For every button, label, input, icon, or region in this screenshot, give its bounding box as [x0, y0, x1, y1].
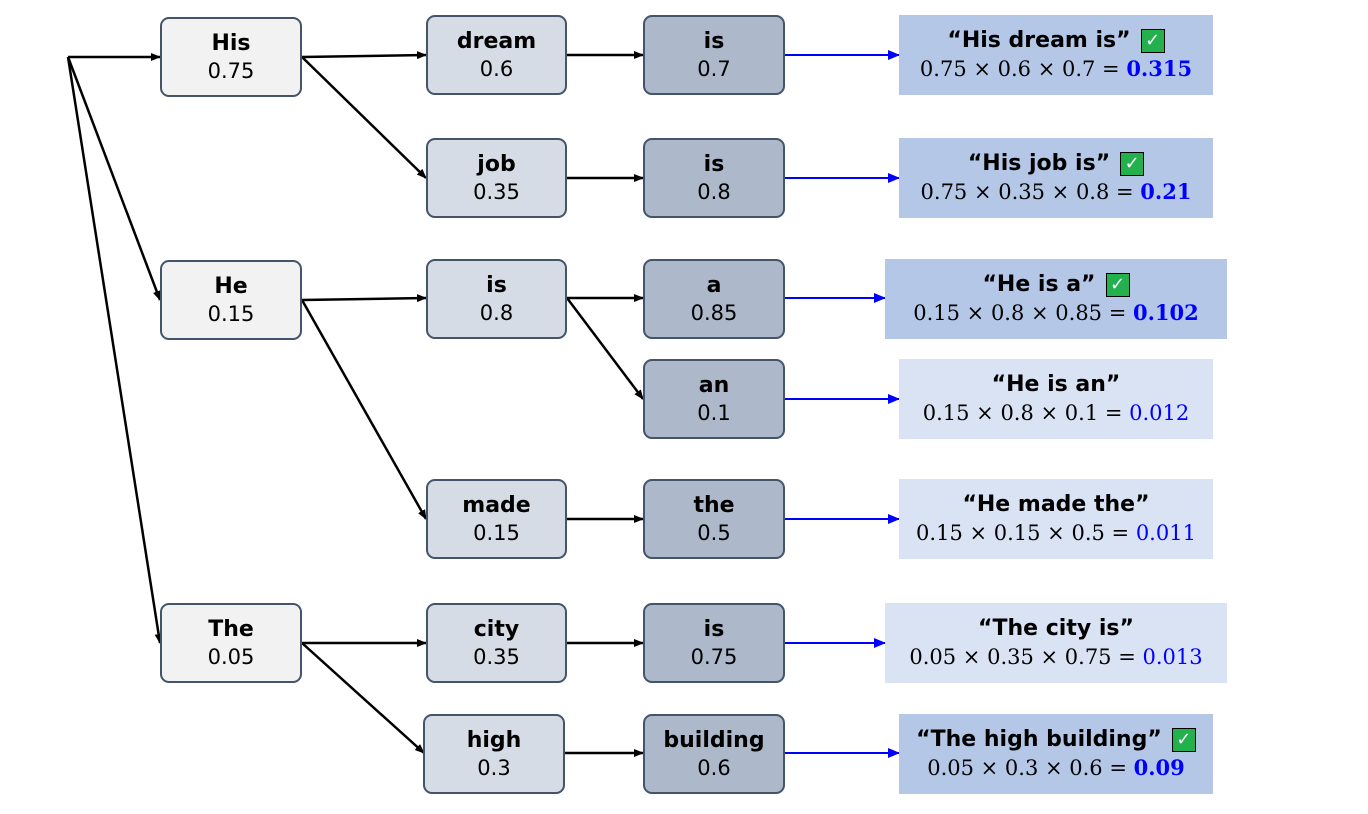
token-node-is-after-city: is 0.75: [643, 603, 785, 683]
token-prob: 0.3: [477, 755, 511, 780]
token-prob: 0.35: [473, 179, 520, 204]
token-word: The: [208, 617, 254, 643]
token-word: a: [706, 273, 722, 299]
token-word: job: [477, 152, 516, 178]
result-equation: 0.15 × 0.8 × 0.85 = 0.102: [913, 300, 1199, 326]
result-value: 0.012: [1129, 400, 1190, 425]
result-value: 0.21: [1140, 179, 1192, 205]
token-prob: 0.1: [697, 400, 731, 425]
arrow-root-the: [66, 56, 163, 644]
token-word: an: [698, 373, 730, 399]
result-equation: 0.05 × 0.3 × 0.6 = 0.09: [927, 755, 1185, 781]
token-prob: 0.6: [479, 56, 514, 81]
token-word: is: [703, 617, 725, 643]
token-word: dream: [456, 29, 537, 55]
result-equation: 0.15 × 0.15 × 0.5 = 0.011: [916, 520, 1196, 545]
token-node-his: His 0.75: [160, 17, 302, 97]
token-node-he: He 0.15: [160, 260, 302, 340]
token-word: is: [703, 29, 725, 55]
token-word: high: [466, 728, 522, 754]
result-value: 0.011: [1135, 520, 1196, 545]
result-value: 0.09: [1133, 755, 1185, 781]
arrow-root-he: [66, 56, 162, 301]
token-prob: 0.85: [690, 300, 738, 325]
check-mark-icon: ✓: [1105, 272, 1130, 297]
token-word: is: [703, 152, 725, 178]
token-node-made: made 0.15: [426, 479, 567, 559]
token-prob: 0.8: [697, 179, 731, 204]
token-prob: 0.15: [473, 520, 520, 545]
result-phrase: “The city is”: [978, 616, 1134, 642]
result-value: 0.102: [1133, 300, 1199, 326]
arrow-he-made: [300, 299, 428, 520]
arrow-he-is: [301, 294, 427, 303]
check-mark-icon: ✓: [1120, 151, 1145, 176]
token-node-job: job 0.35: [426, 138, 567, 218]
result-box-6: “The city is” 0.05 × 0.35 × 0.75 = 0.013: [885, 603, 1227, 683]
result-box-3: “He is a”✓ 0.15 × 0.8 × 0.85 = 0.102: [885, 259, 1227, 339]
token-node-high: high 0.3: [423, 714, 565, 794]
check-mark-icon: ✓: [1140, 28, 1165, 53]
token-node-an: an 0.1: [643, 359, 785, 439]
result-box-7: “The high building”✓ 0.05 × 0.3 × 0.6 = …: [899, 714, 1213, 794]
token-node-the-after-made: the 0.5: [643, 479, 785, 559]
token-prob: 0.35: [473, 644, 520, 669]
arrow-his-job: [301, 56, 427, 179]
token-word: city: [473, 617, 520, 643]
result-value: 0.315: [1126, 56, 1193, 82]
result-box-2: “His job is”✓ 0.75 × 0.35 × 0.8 = 0.21: [899, 138, 1213, 218]
result-phrase: “His job is”✓: [968, 150, 1145, 179]
arrow-the-high: [301, 642, 425, 754]
result-phrase: “He made the”: [962, 492, 1150, 518]
token-node-the: The 0.05: [160, 603, 302, 683]
token-word: the: [693, 493, 735, 519]
arrow-is-an: [566, 297, 644, 400]
token-prob: 0.6: [697, 755, 731, 780]
result-equation: 0.75 × 0.35 × 0.8 = 0.21: [920, 179, 1192, 205]
token-node-a: a 0.85: [643, 259, 785, 339]
token-word: His: [211, 31, 251, 57]
token-prob: 0.7: [697, 56, 731, 81]
result-equation: 0.15 × 0.8 × 0.1 = 0.012: [922, 400, 1190, 425]
result-box-5: “He made the” 0.15 × 0.15 × 0.5 = 0.011: [899, 479, 1213, 559]
result-phrase: “He is an”: [991, 372, 1121, 398]
token-prob: 0.8: [479, 300, 514, 325]
token-prob: 0.75: [207, 58, 255, 83]
token-prob: 0.75: [690, 644, 738, 669]
token-prob: 0.15: [207, 301, 255, 326]
result-phrase: “He is a”✓: [982, 271, 1130, 300]
result-equation: 0.75 × 0.6 × 0.7 = 0.315: [919, 56, 1193, 82]
token-node-city: city 0.35: [426, 603, 567, 683]
result-phrase: “His dream is”✓: [947, 27, 1165, 56]
result-phrase: “The high building”✓: [916, 726, 1196, 755]
token-node-dream: dream 0.6: [426, 15, 567, 95]
token-node-is-after-dream: is 0.7: [643, 15, 785, 95]
arrow-his-dream: [301, 51, 427, 60]
result-value: 0.013: [1142, 644, 1203, 669]
token-word: is: [486, 273, 507, 299]
token-node-is-after-job: is 0.8: [643, 138, 785, 218]
token-prob: 0.05: [207, 644, 255, 669]
token-word: building: [663, 728, 765, 754]
token-prob: 0.5: [697, 520, 731, 545]
token-word: He: [214, 274, 248, 300]
token-word: made: [462, 493, 531, 519]
result-box-4: “He is an” 0.15 × 0.8 × 0.1 = 0.012: [899, 359, 1213, 439]
check-mark-icon: ✓: [1171, 727, 1196, 752]
token-node-is-after-he: is 0.8: [426, 259, 567, 339]
token-node-building: building 0.6: [643, 714, 785, 794]
result-equation: 0.05 × 0.35 × 0.75 = 0.013: [909, 644, 1203, 669]
result-box-1: “His dream is”✓ 0.75 × 0.6 × 0.7 = 0.315: [899, 15, 1213, 95]
